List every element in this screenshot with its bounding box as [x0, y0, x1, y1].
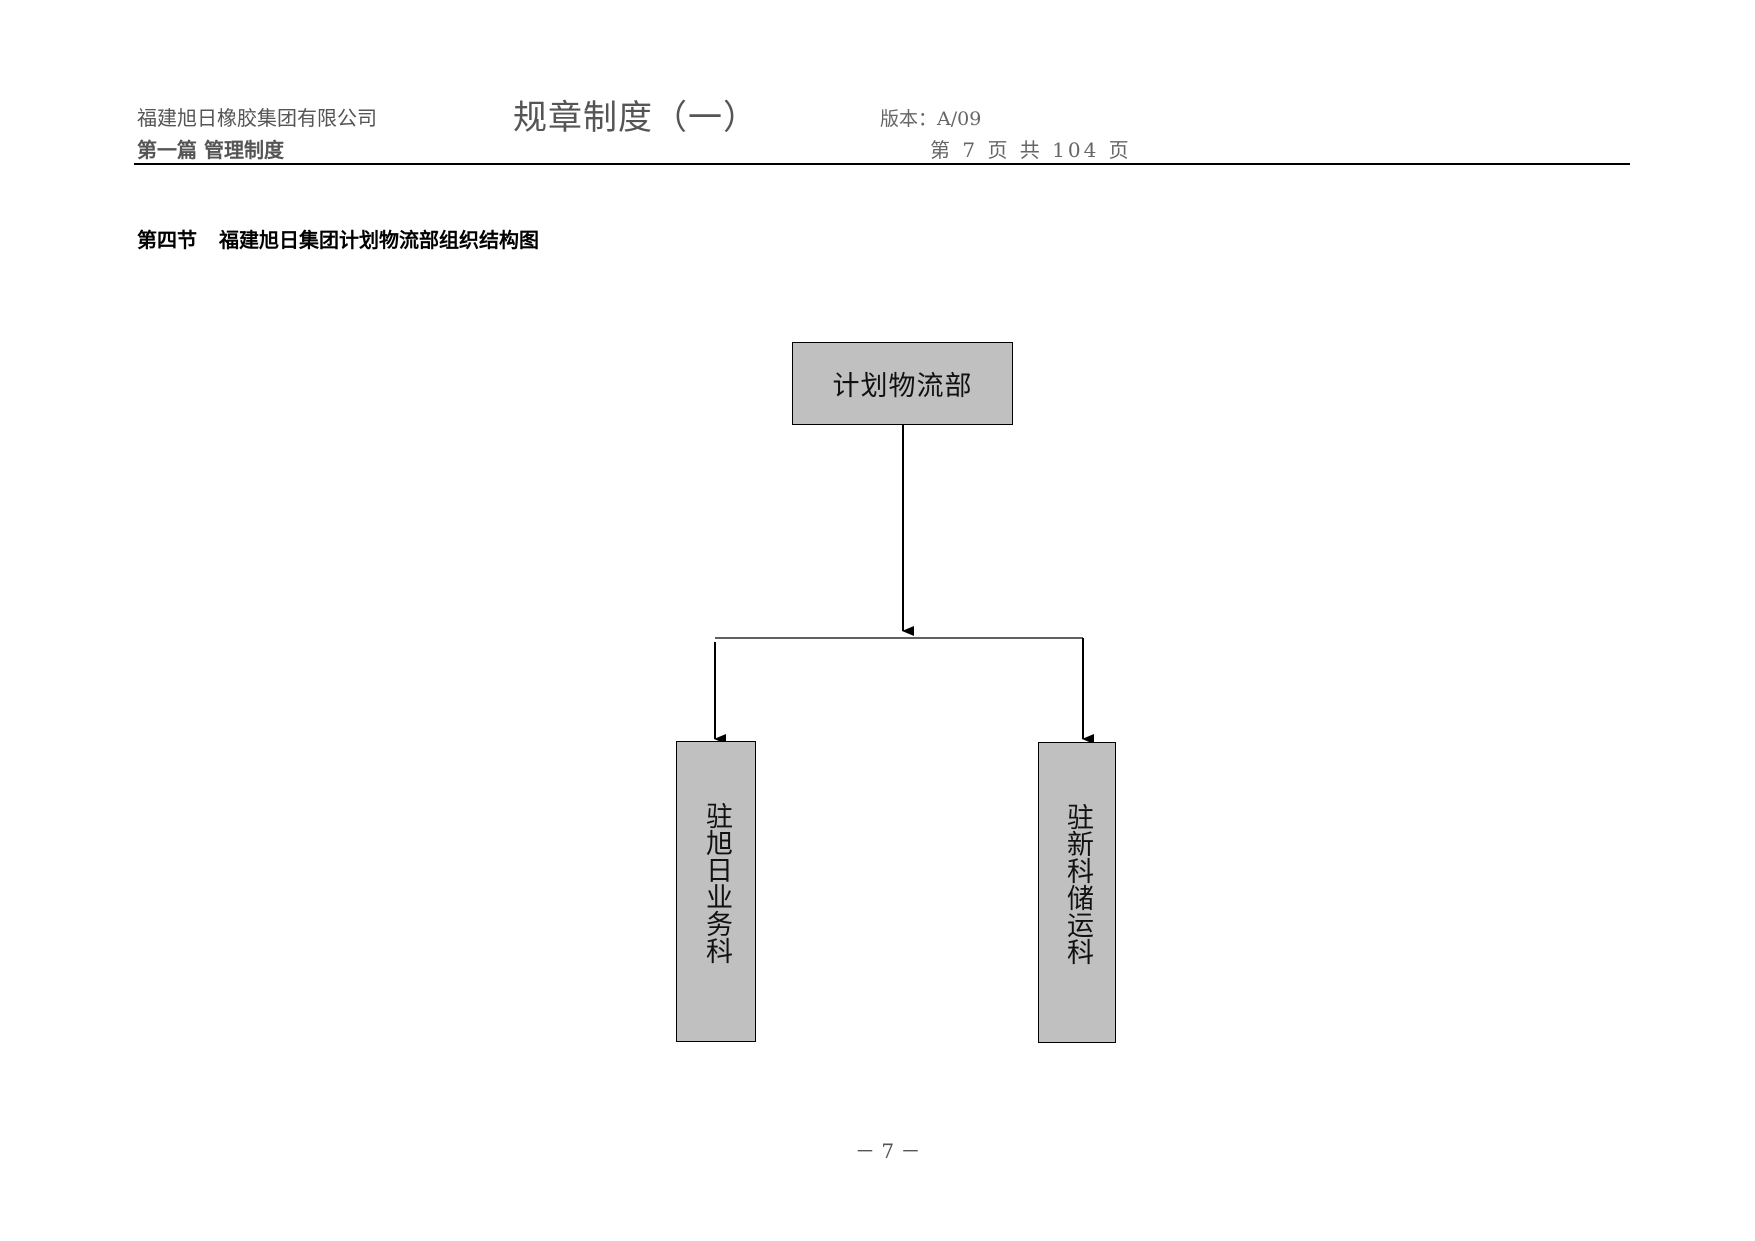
- page-info: 第 7 页 共 104 页: [930, 138, 1132, 162]
- document-title: 规章制度（一）: [513, 98, 758, 138]
- org-node-child-2: 驻新科储运科: [1038, 742, 1116, 1043]
- part-title: 第一篇 管理制度: [137, 138, 284, 162]
- org-node-root: 计划物流部: [792, 342, 1013, 425]
- org-node-child-1-label: 驻旭日业务科: [701, 802, 732, 964]
- org-node-child-1: 驻旭日业务科: [676, 741, 756, 1042]
- company-name: 福建旭日橡胶集团有限公司: [137, 106, 377, 130]
- header-rule: [134, 163, 1630, 165]
- section-title: 福建旭日集团计划物流部组织结构图: [219, 228, 539, 252]
- version-label: 版本：A/09: [880, 108, 982, 130]
- org-node-child-2-label: 驻新科储运科: [1062, 803, 1093, 965]
- section-number: 第四节: [137, 228, 197, 252]
- section-heading: 第四节福建旭日集团计划物流部组织结构图: [137, 224, 539, 253]
- page-number: － 7 －: [855, 1139, 921, 1163]
- org-node-root-label: 计划物流部: [832, 371, 973, 402]
